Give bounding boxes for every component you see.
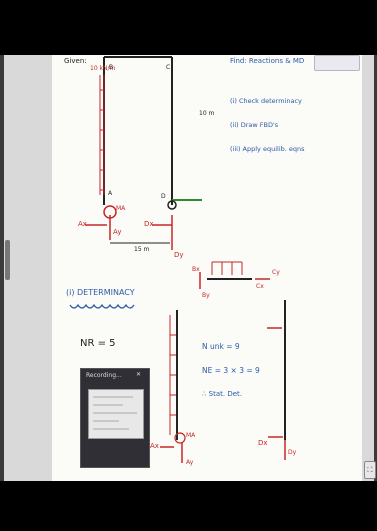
- step-3: (iii) Apply equilib. eqns: [230, 145, 305, 153]
- left-scroll-handle[interactable]: [5, 240, 10, 280]
- fbd-reaction-ax: Ax: [150, 442, 159, 450]
- fbd-label-bx: Bx: [192, 266, 200, 273]
- point-c: C: [166, 64, 171, 71]
- fbd-reaction-dy: Dy: [288, 449, 297, 456]
- point-a: A: [108, 190, 113, 197]
- right-gutter: [362, 55, 374, 481]
- nr-value: NR = 5: [80, 338, 116, 349]
- slide-navigation-button[interactable]: [314, 55, 360, 71]
- reaction-ay: Ay: [113, 228, 122, 236]
- nunk-value: N unk = 9: [202, 342, 240, 351]
- whiteboard-drawing: [69, 56, 286, 463]
- recording-label: Recording...: [86, 372, 122, 379]
- whiteboard-canvas: Given: 10 kN/m Find: Reactions & MD B C …: [52, 55, 362, 481]
- video-top-letterbox: [0, 0, 377, 55]
- step-2: (ii) Draw FBD's: [230, 121, 279, 129]
- step-1: (i) Check determinacy: [230, 97, 302, 105]
- left-gutter: [4, 55, 52, 481]
- fbd-moment-a: [174, 432, 186, 444]
- reaction-dy: Dy: [174, 251, 184, 259]
- fbd-reaction-ma: MA: [186, 432, 196, 439]
- recording-thumbnail[interactable]: Recording... ✕: [80, 368, 150, 468]
- width-label: 15 m: [134, 246, 150, 253]
- pin-support-d: [167, 200, 177, 210]
- video-bottom-letterbox: [0, 481, 377, 531]
- point-d: D: [161, 193, 166, 200]
- determinacy-underline: [69, 303, 135, 309]
- preview-line: [93, 428, 129, 430]
- left-edge: [0, 55, 4, 481]
- preview-line: [93, 404, 123, 406]
- reaction-dx: Dx: [144, 220, 154, 228]
- point-b: B: [109, 64, 114, 71]
- conclusion-text: ∴ Stat. Det.: [202, 390, 243, 398]
- find-label: Find: Reactions & MD: [230, 57, 305, 65]
- close-icon[interactable]: ✕: [136, 371, 142, 378]
- preview-line: [93, 420, 119, 422]
- distributed-load: [99, 75, 105, 195]
- reaction-ax: Ax: [78, 220, 87, 228]
- determinacy-title: (i) DETERMINACY: [66, 288, 135, 297]
- load-label: 10 kN/m: [90, 65, 116, 72]
- fbd-label-cy: Cy: [272, 269, 280, 276]
- height-label: 10 m: [199, 110, 215, 117]
- ne-value: NE = 3 × 3 = 9: [202, 366, 260, 375]
- fullscreen-icon[interactable]: ⛶: [364, 461, 376, 479]
- recording-preview: [88, 389, 144, 439]
- fbd-column-load: [169, 315, 176, 435]
- fbd-load-arrows: [211, 261, 243, 275]
- preview-line: [93, 412, 137, 414]
- fbd-reaction-dx: Dx: [258, 439, 268, 447]
- right-edge: [374, 55, 377, 481]
- fbd-label-cx: Cx: [256, 283, 264, 290]
- fbd-reaction-ay: Ay: [186, 459, 194, 466]
- fbd-label-by: By: [202, 292, 210, 299]
- given-label: Given:: [64, 57, 87, 65]
- reaction-ma: MA: [116, 205, 126, 212]
- preview-line: [93, 396, 133, 398]
